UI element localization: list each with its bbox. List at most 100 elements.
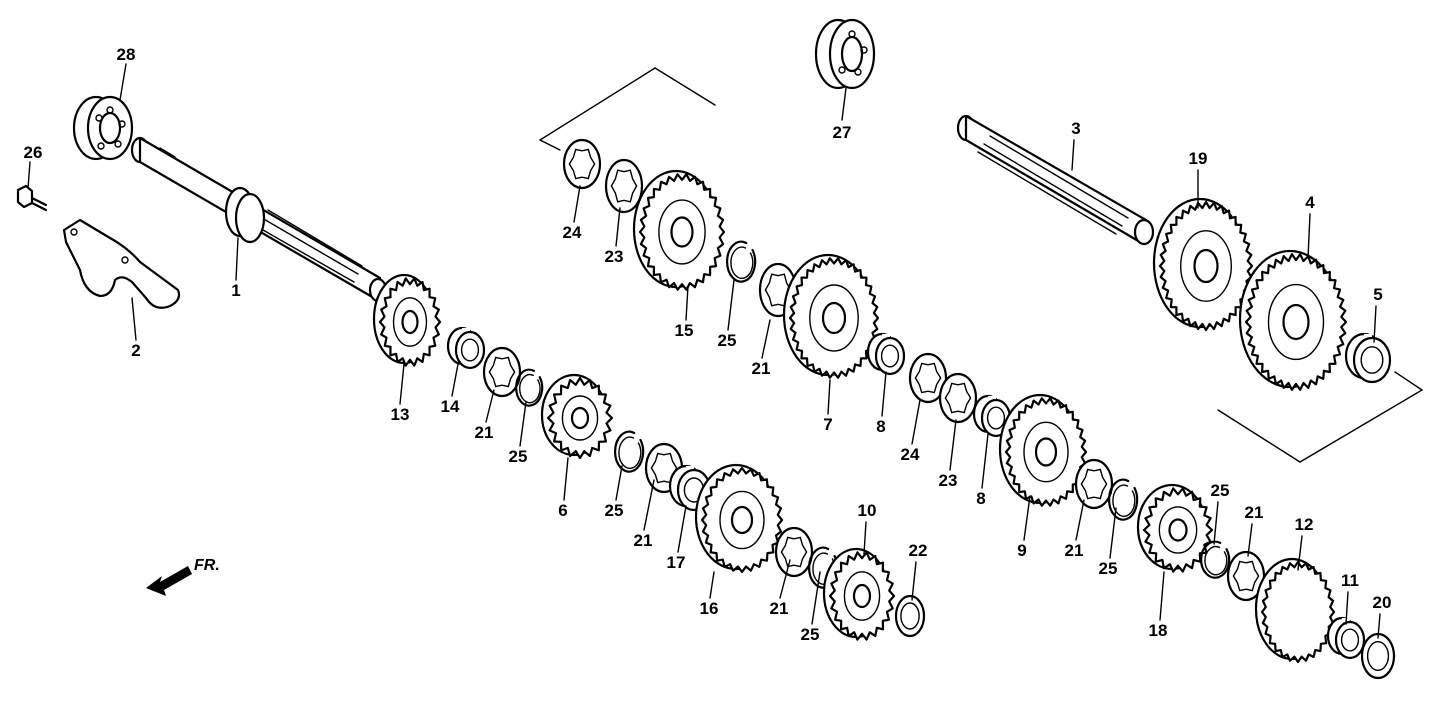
washer-21-a	[482, 346, 522, 398]
callout-26: 26	[24, 143, 43, 189]
callout-21-c: 21	[634, 479, 655, 550]
svg-text:24: 24	[563, 223, 582, 242]
circlip-25-e	[1108, 478, 1139, 521]
gear-19	[1152, 197, 1254, 332]
callout-25-f: 25	[1211, 481, 1229, 545]
callout-7: 7	[823, 379, 833, 434]
svg-text:16: 16	[700, 599, 719, 618]
svg-text:21: 21	[475, 423, 494, 442]
bushing-10	[1326, 616, 1366, 660]
front-label: FR.	[194, 557, 220, 574]
svg-text:2: 2	[131, 341, 140, 360]
callout-19: 19	[1189, 149, 1208, 209]
callout-22: 22	[909, 541, 928, 601]
gear-18	[1136, 483, 1214, 573]
washer-24-b	[908, 352, 948, 404]
svg-text:25: 25	[1099, 559, 1118, 578]
countershaft-3	[956, 114, 1155, 246]
svg-text:10: 10	[858, 501, 877, 520]
washer-21-f	[1226, 550, 1266, 602]
bearing-27	[814, 18, 876, 90]
gear-11	[822, 547, 896, 641]
svg-text:25: 25	[718, 331, 737, 350]
svg-text:23: 23	[939, 471, 958, 490]
svg-text:25: 25	[509, 447, 528, 466]
callout-16: 16	[700, 571, 719, 618]
gear-9	[998, 393, 1088, 507]
washer-21-e	[1074, 458, 1114, 510]
svg-text:26: 26	[24, 143, 43, 162]
callout-3: 3	[1071, 119, 1081, 171]
circlip-25-f	[1200, 540, 1231, 579]
svg-text:23: 23	[605, 247, 624, 266]
callout-21-f: 21	[1245, 503, 1264, 557]
callout-25-a: 25	[509, 401, 528, 466]
bushing-8-a	[866, 332, 906, 376]
callout-25-c: 25	[605, 465, 623, 520]
callout-14: 14	[441, 363, 460, 416]
bearing-28	[72, 95, 134, 161]
gear-6	[540, 373, 614, 460]
front-direction-arrow: FR.	[146, 557, 220, 596]
svg-text:3: 3	[1071, 119, 1080, 138]
washer-24-a	[562, 138, 602, 190]
gear-4	[1238, 249, 1348, 391]
svg-text:4: 4	[1305, 193, 1315, 212]
stopper-plate-2	[62, 218, 181, 309]
callout-20: 20	[1373, 593, 1392, 639]
callout-2: 2	[131, 297, 141, 360]
mainshaft-1	[130, 136, 388, 303]
svg-text:6: 6	[558, 501, 567, 520]
callout-10: 11	[1341, 571, 1359, 625]
callout-25-d: 25	[801, 571, 821, 644]
svg-text:22: 22	[909, 541, 928, 560]
callout-13: 13	[391, 363, 410, 424]
svg-text:21: 21	[1065, 541, 1084, 560]
svg-text:21: 21	[752, 359, 771, 378]
callout-15: 15	[675, 285, 693, 340]
svg-text:12: 12	[1295, 515, 1314, 534]
svg-text:8: 8	[876, 417, 885, 436]
washer-21-d	[774, 526, 814, 578]
svg-text:11: 11	[1341, 571, 1359, 590]
callout-18: 18	[1149, 571, 1167, 640]
bushing-8-b	[972, 394, 1012, 438]
callout-6: 6	[558, 457, 569, 520]
callout-25-e: 25	[1099, 507, 1118, 578]
callout-27: 27	[833, 87, 852, 142]
gear-12	[1254, 557, 1336, 664]
svg-text:25: 25	[801, 625, 820, 644]
svg-text:19: 19	[1189, 149, 1208, 168]
svg-text:13: 13	[391, 405, 410, 424]
callout-5: 5	[1373, 285, 1383, 343]
svg-text:24: 24	[901, 445, 920, 464]
callout-4: 4	[1305, 193, 1315, 259]
callout-28: 28	[117, 45, 135, 101]
callout-9: 9	[1017, 495, 1031, 560]
svg-text:27: 27	[833, 123, 852, 142]
callout-25-b: 25	[718, 279, 737, 350]
bolt-26	[16, 184, 48, 212]
svg-text:21: 21	[1245, 503, 1264, 522]
gear-13	[372, 273, 442, 367]
circlip-25-b	[726, 240, 757, 283]
callout-24-a: 24	[563, 185, 582, 242]
bushing-14	[446, 326, 486, 370]
callout-11: 10	[858, 501, 877, 555]
callout-21-a: 21	[475, 389, 495, 442]
svg-text:14: 14	[441, 397, 460, 416]
svg-text:21: 21	[770, 599, 789, 618]
svg-text:17: 17	[667, 553, 686, 572]
callout-21-d: 21	[770, 559, 791, 618]
callout-17: 17	[667, 505, 687, 572]
washer-23-a	[604, 158, 644, 214]
callout-23-b: 23	[939, 419, 958, 490]
svg-text:5: 5	[1373, 285, 1382, 304]
bracket-upper-left	[539, 67, 716, 151]
bushing-5	[1344, 332, 1392, 384]
callout-1: 1	[231, 237, 241, 300]
svg-text:20: 20	[1373, 593, 1392, 612]
callout-12: 12	[1295, 515, 1314, 571]
callout-8-b: 8	[976, 433, 989, 508]
